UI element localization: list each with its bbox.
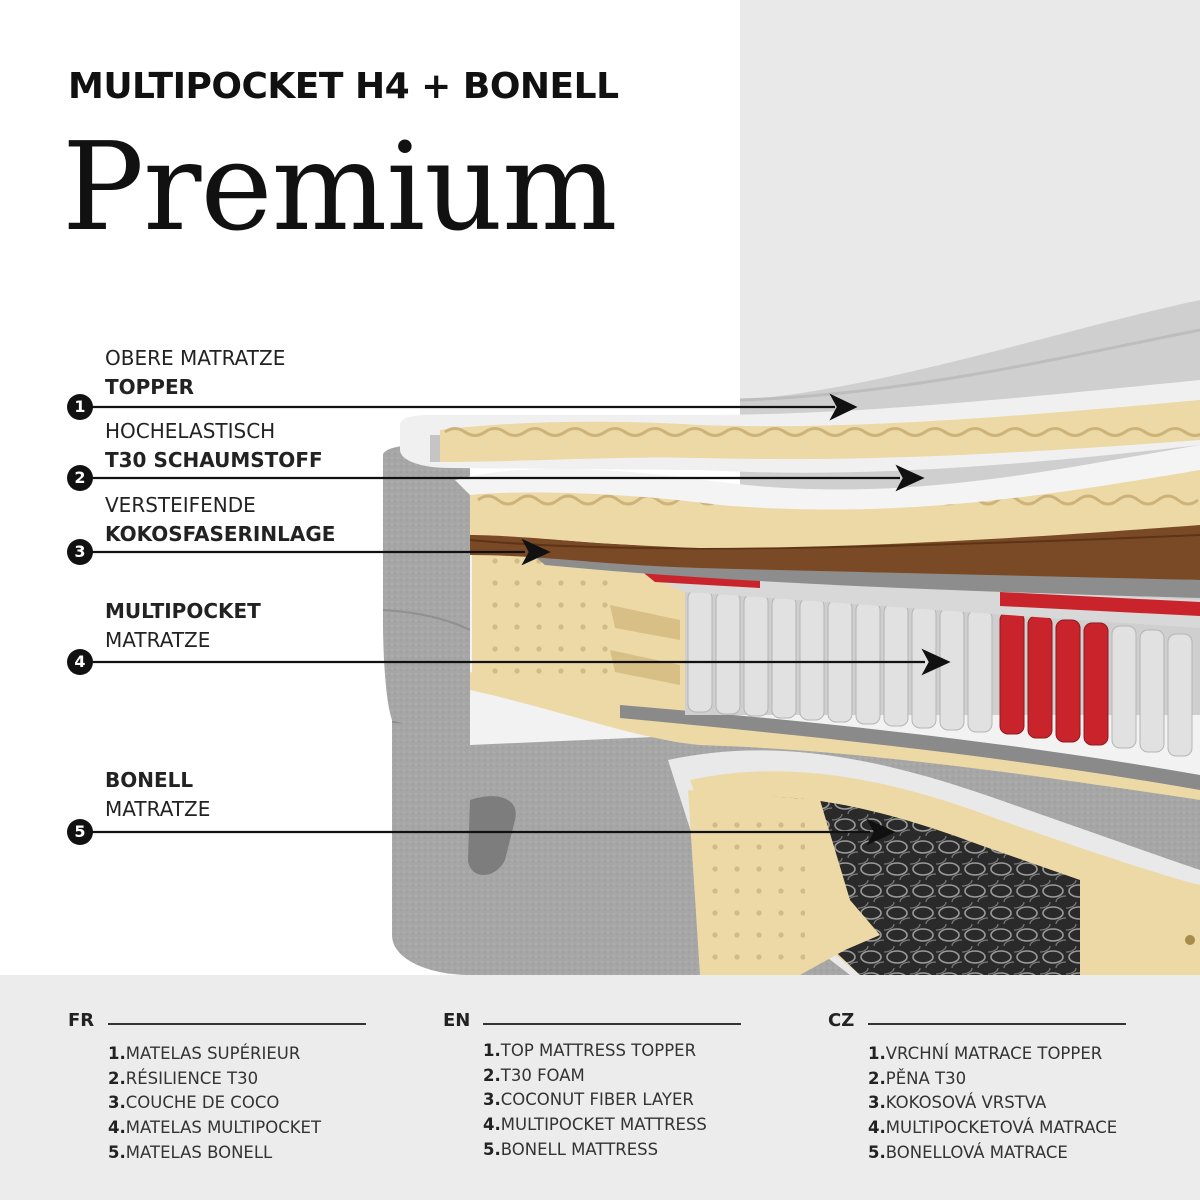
layer-label-4-line1: MULTIPOCKET [105, 599, 261, 623]
legend-item: 3.COUCHE DE COCO [108, 1093, 280, 1113]
legend-panel [0, 975, 1200, 1200]
layer-label-1: OBERE MATRATZE TOPPER [105, 344, 285, 402]
legend-item: 1.VRCHNÍ MATRACE TOPPER [868, 1044, 1103, 1063]
layer-label-3-line2: KOKOSFASERINLAGE [105, 522, 336, 546]
layer-number-badge-4: 4 [67, 649, 93, 675]
product-subtitle: MULTIPOCKET H4 + BONELL [68, 66, 619, 107]
layer-label-3: VERSTEIFENDE KOKOSFASERINLAGE [105, 491, 335, 549]
legend-language-code: EN [443, 1010, 471, 1031]
legend-item: 5.BONELLOVÁ MATRACE [868, 1142, 1068, 1162]
layer-number-badge-1: 1 [67, 394, 93, 420]
legend-list: 1.MATELAS SUPÉRIEUR 2.RÉSILIENCE T30 3.C… [108, 1042, 321, 1166]
legend-item: 5.MATELAS BONELL [108, 1142, 273, 1162]
legend-divider [483, 1023, 741, 1025]
layer-label-2-line1: HOCHELASTISCH [105, 419, 276, 443]
legend-item: 1.MATELAS SUPÉRIEUR [108, 1044, 301, 1063]
legend-divider [868, 1023, 1126, 1025]
legend-item: 2.T30 FOAM [483, 1065, 585, 1085]
layer-number-badge-2: 2 [67, 465, 93, 491]
layer-label-4-line2: MATRATZE [105, 628, 211, 652]
legend-language-code: CZ [828, 1010, 855, 1031]
layer-number-badge-5: 5 [67, 819, 93, 845]
layer-label-4: MULTIPOCKET MATRATZE [105, 597, 261, 655]
legend-item: 2.RÉSILIENCE T30 [108, 1068, 259, 1088]
legend-divider [108, 1023, 366, 1025]
legend-item: 5.BONELL MATTRESS [483, 1139, 659, 1159]
layer-label-5: BONELL MATRATZE [105, 766, 210, 824]
legend-item: 4.MULTIPOCKET MATTRESS [483, 1115, 707, 1135]
legend-item: 2.PĚNA T30 [868, 1068, 967, 1088]
layer-number-badge-3: 3 [67, 539, 93, 565]
layer-label-5-line2: MATRATZE [105, 797, 211, 821]
mattress-cross-section-illustration [80, 0, 1200, 975]
legend-item: 4.MULTIPOCKETOVÁ MATRACE [868, 1118, 1118, 1138]
legend-item: 4.MATELAS MULTIPOCKET [108, 1118, 322, 1138]
legend-language-code: FR [68, 1010, 95, 1031]
layer-label-1-line1: OBERE MATRATZE [105, 346, 286, 370]
pocket-springs [630, 568, 1200, 757]
legend-item: 3.COCONUT FIBER LAYER [483, 1090, 694, 1110]
layer-label-2-line2: T30 SCHAUMSTOFF [105, 448, 323, 472]
legend-list: 1.TOP MATTRESS TOPPER 2.T30 FOAM 3.COCON… [483, 1039, 707, 1163]
layer-label-5-line1: BONELL [105, 768, 194, 792]
legend-item: 1.TOP MATTRESS TOPPER [483, 1041, 697, 1060]
legend-list: 1.VRCHNÍ MATRACE TOPPER 2.PĚNA T30 3.KOK… [868, 1042, 1117, 1166]
product-title: Premium [62, 116, 618, 258]
layer-label-1-line2: TOPPER [105, 375, 195, 399]
layer-label-2: HOCHELASTISCH T30 SCHAUMSTOFF [105, 417, 323, 475]
legend-item: 3.KOKOSOVÁ VRSTVA [868, 1093, 1047, 1113]
layer-label-3-line1: VERSTEIFENDE [105, 493, 256, 517]
